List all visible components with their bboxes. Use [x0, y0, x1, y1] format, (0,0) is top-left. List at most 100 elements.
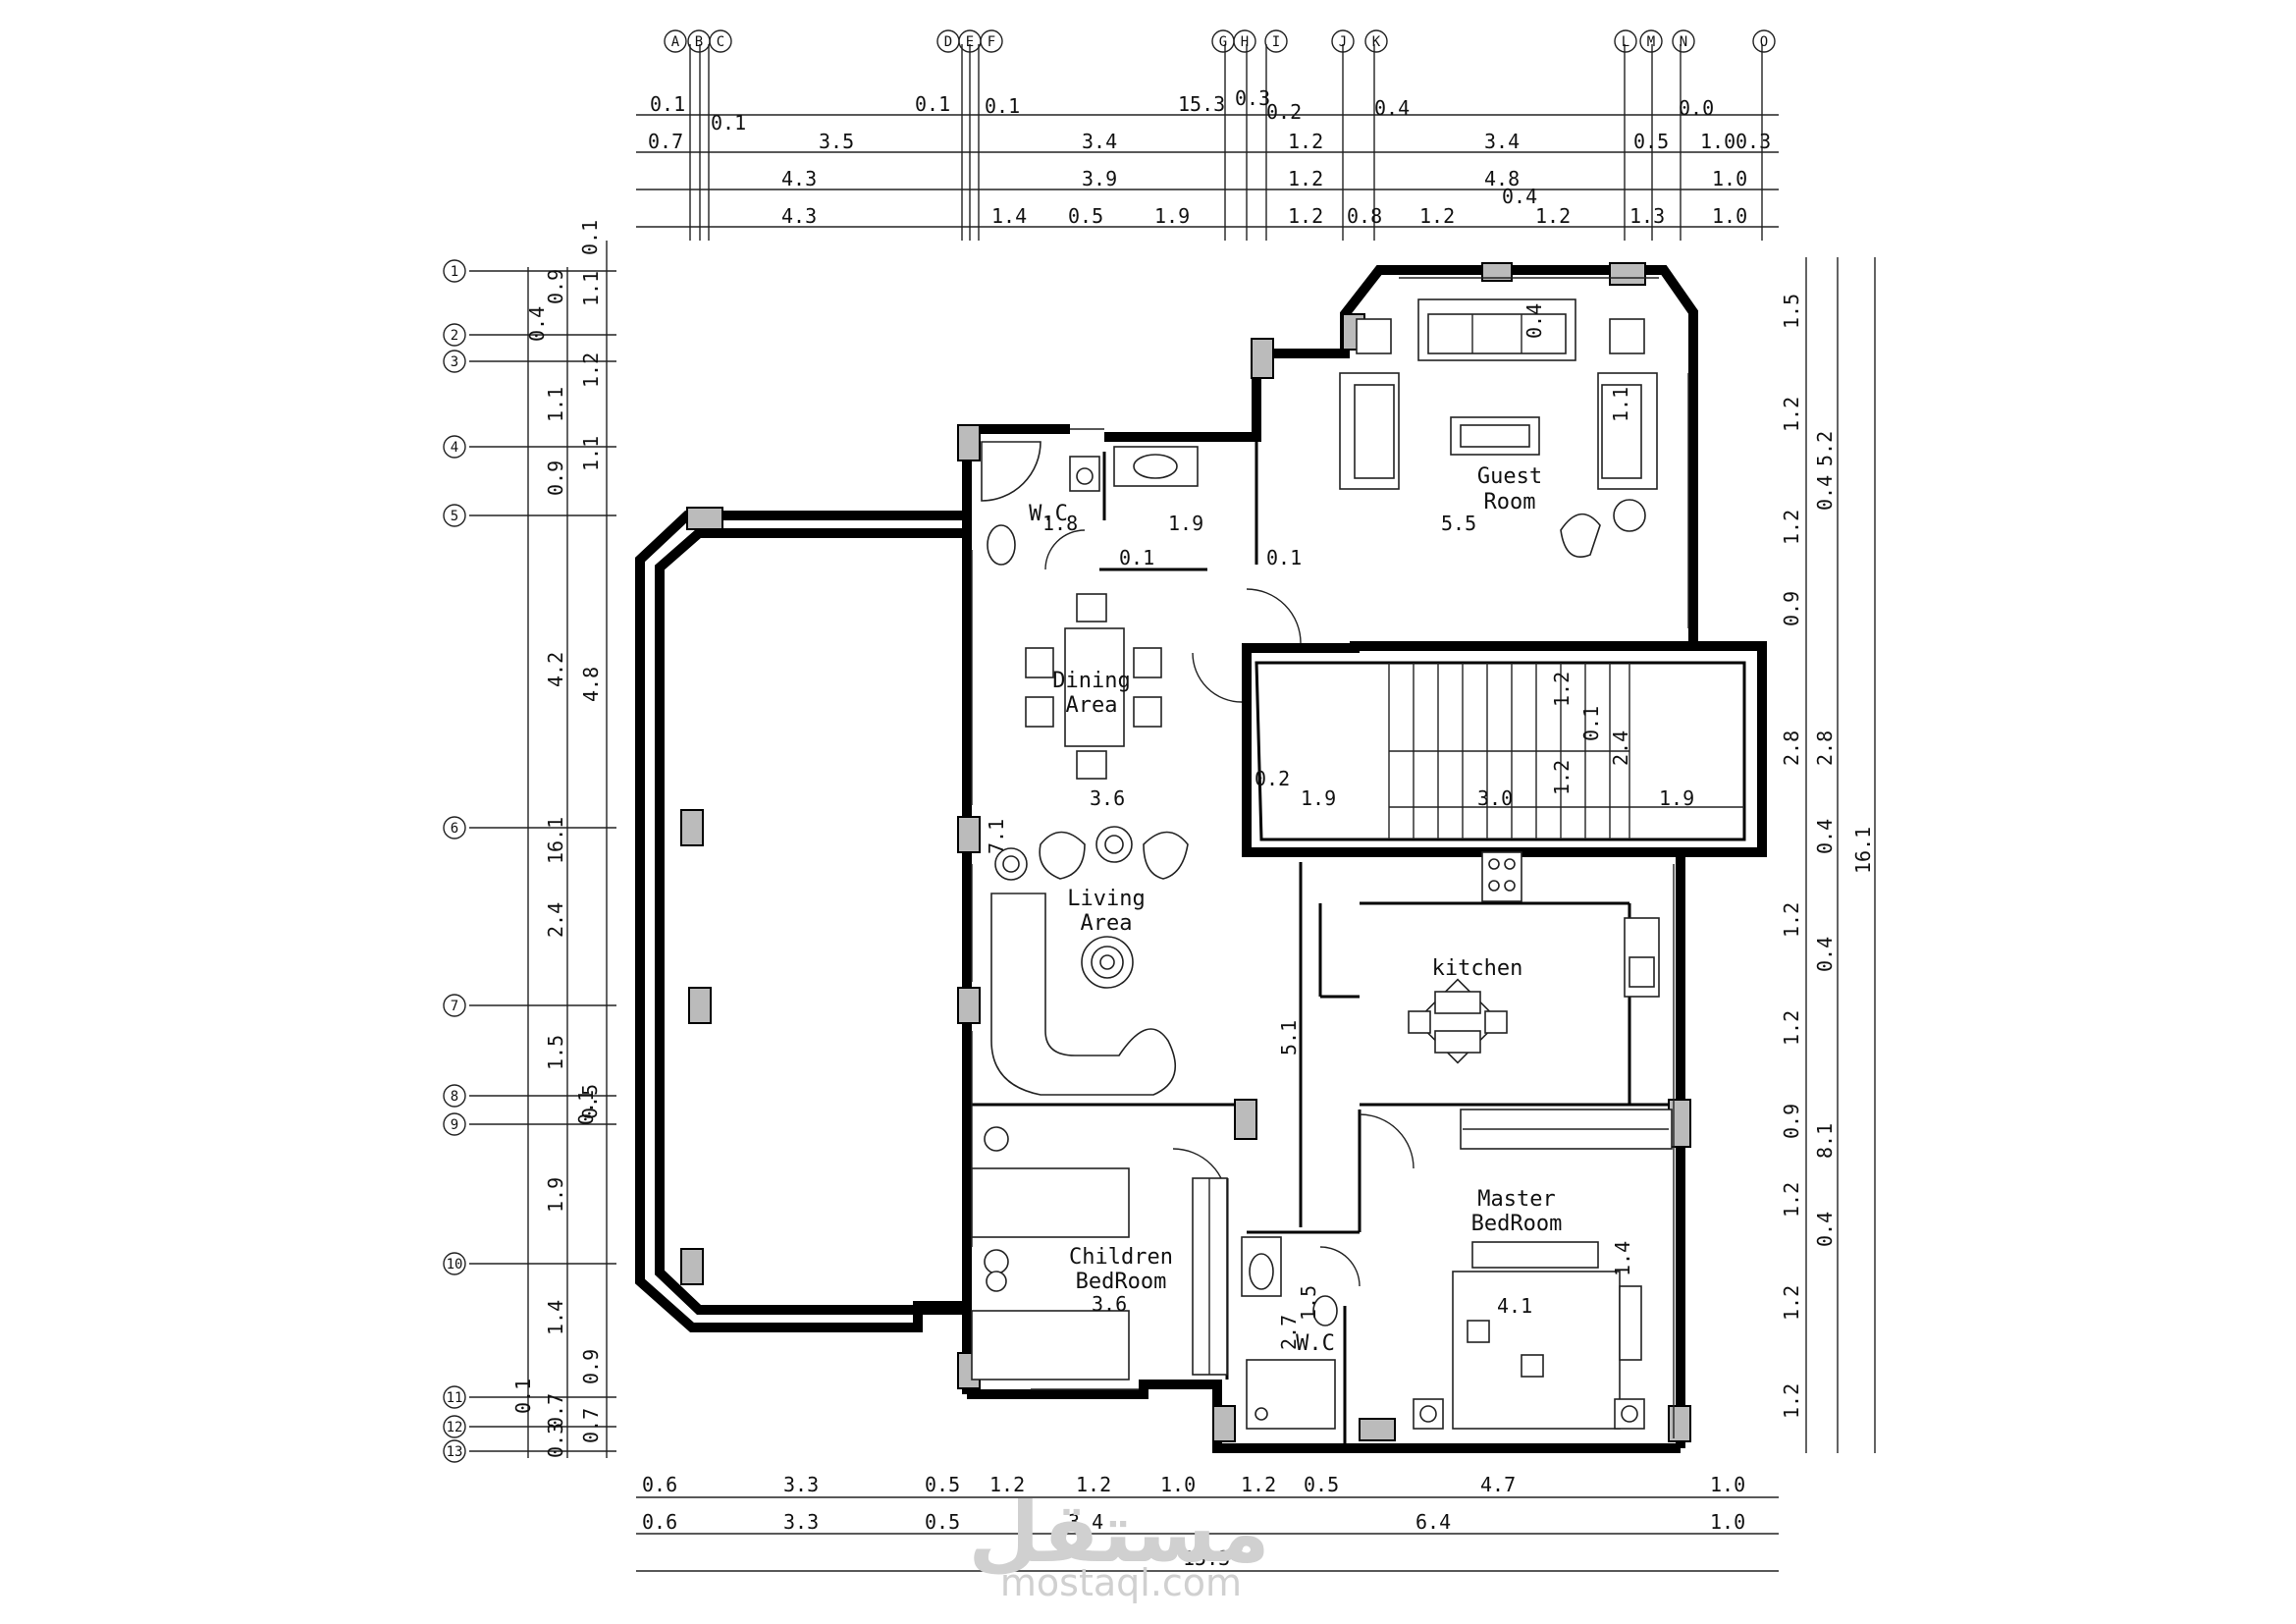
- bottom-dims-row1: 0.6 3.3 0.5 1.2 1.2 1.0 1.2 0.5 4.7 1.0: [642, 1473, 1745, 1496]
- svg-text:2.8: 2.8: [1780, 731, 1803, 766]
- staircase: [1388, 663, 1744, 839]
- left-grid-bubbles: 1 2 3 4 5 6 7 8 9 10 11 12 13: [443, 259, 466, 1463]
- svg-text:0.6: 0.6: [642, 1473, 677, 1496]
- svg-text:0.7: 0.7: [648, 130, 683, 153]
- svg-text:3.4: 3.4: [1484, 130, 1520, 153]
- svg-text:1.2: 1.2: [1550, 760, 1574, 795]
- svg-text:1.4: 1.4: [544, 1300, 567, 1335]
- svg-text:0.1: 0.1: [1266, 546, 1302, 569]
- svg-text:3.9: 3.9: [1082, 167, 1117, 190]
- grid-e: E: [966, 34, 974, 50]
- svg-text:1.2: 1.2: [1419, 204, 1455, 228]
- svg-text:0.9: 0.9: [579, 1349, 603, 1384]
- mostaql-watermark: مستقل mostaql.com: [968, 1485, 1269, 1604]
- svg-text:0.4: 0.4: [1502, 185, 1537, 208]
- top-grid-bubbles: A B C D E F G H I J K L M N O: [664, 29, 1776, 53]
- svg-text:10: 10: [447, 1257, 463, 1272]
- left-dims-col-c: 1.1 16.1: [544, 271, 603, 864]
- svg-text:12: 12: [447, 1420, 463, 1435]
- top-dims-row2: 0.7 3.5 3.4 1.2 3.4 0.5 1.0 0.3: [648, 130, 1771, 153]
- svg-text:3.3: 3.3: [783, 1510, 819, 1534]
- walls: [635, 262, 1767, 1453]
- svg-text:0.1: 0.1: [650, 92, 685, 116]
- svg-text:1.0: 1.0: [1160, 1473, 1196, 1496]
- svg-text:1.4: 1.4: [1611, 1241, 1634, 1276]
- svg-text:2.4: 2.4: [544, 902, 567, 938]
- right-dims-col-b: 0.4 0.4 0.4 0.4: [1813, 475, 1837, 1247]
- wc-top-label: W.C: [1029, 502, 1068, 526]
- svg-text:1.0: 1.0: [1712, 167, 1747, 190]
- guest-sofa-set: [1339, 298, 1658, 558]
- grid-o: O: [1760, 34, 1768, 50]
- wc-top-fixtures: [981, 441, 1199, 566]
- room-labels: Guest Room W.C Dining Area Living Area k…: [1029, 464, 1562, 1356]
- svg-text:0.4: 0.4: [1813, 819, 1837, 854]
- interior-dims: 0.4 1.1 1.8 1.9 5.5 0.1 0.1 3.6 0.2 1.9 …: [985, 303, 1694, 1350]
- svg-text:1.0: 1.0: [1710, 1473, 1745, 1496]
- right-dimension-chains: 1.5 1.2 1.2 0.9 2.8 1.2 1.2 0.9 1.2 1.2 …: [1780, 257, 1876, 1453]
- right-dims-col-c: 5.2 2.8 8.1: [1813, 431, 1837, 1159]
- svg-text:3.4: 3.4: [1068, 1510, 1103, 1534]
- svg-text:1.1: 1.1: [544, 387, 567, 422]
- bottom-dims-row2: 0.6 3.3 0.5 3.4 6.4 1.0: [642, 1510, 1745, 1534]
- svg-text:1.2: 1.2: [1288, 167, 1323, 190]
- svg-text:2.7: 2.7: [1277, 1315, 1301, 1350]
- svg-text:5.2: 5.2: [1813, 431, 1837, 466]
- svg-text:3: 3: [451, 354, 458, 370]
- grid-i: I: [1272, 34, 1280, 50]
- svg-text:0.1: 0.1: [1579, 706, 1603, 741]
- svg-text:0.1: 0.1: [711, 111, 746, 135]
- svg-text:0.1: 0.1: [578, 220, 602, 255]
- svg-text:15.3: 15.3: [1178, 92, 1225, 116]
- svg-text:1.2: 1.2: [989, 1473, 1025, 1496]
- bottom-dims-total: 15.3: [1183, 1546, 1230, 1570]
- grid-k: K: [1372, 34, 1381, 50]
- svg-text:1.2: 1.2: [1780, 902, 1803, 938]
- svg-text:1.9: 1.9: [1168, 512, 1203, 535]
- svg-text:0.1: 0.1: [511, 1379, 535, 1414]
- svg-text:4: 4: [451, 440, 458, 456]
- svg-text:0.3: 0.3: [1235, 86, 1270, 110]
- grid-h: H: [1241, 34, 1249, 50]
- svg-text:0.5: 0.5: [1633, 130, 1669, 153]
- right-dims-col-a: 1.5 1.2 1.2 0.9 2.8 1.2 1.2 0.9 1.2 1.2 …: [1780, 294, 1803, 1419]
- top-dims-row1: 0.1 0.1 0.1 0.1 15.3 0.3 0.2 0.4 0.0: [650, 86, 1714, 135]
- svg-text:1.9: 1.9: [1659, 786, 1694, 810]
- svg-text:0.5: 0.5: [1304, 1473, 1339, 1496]
- svg-text:6: 6: [451, 821, 458, 837]
- svg-text:3.6: 3.6: [1090, 786, 1125, 810]
- right-dims-col-d: 16.1: [1851, 827, 1875, 874]
- svg-text:0.4: 0.4: [1813, 1212, 1837, 1247]
- grid-a: A: [671, 34, 680, 50]
- svg-text:8: 8: [451, 1089, 458, 1105]
- children-beds: [971, 1126, 1228, 1380]
- top-dimension-chains: A B C D E F G H I J K L M N O 0.1 0.1 0.…: [636, 29, 1779, 241]
- svg-text:1.5: 1.5: [1297, 1285, 1320, 1321]
- dining-set: [1025, 593, 1162, 780]
- svg-text:1.2: 1.2: [1780, 1285, 1803, 1321]
- svg-text:1.1: 1.1: [1609, 387, 1632, 422]
- top-dims-row3: 4.3 3.9 1.2 4.8 1.0: [781, 167, 1747, 190]
- svg-text:1.2: 1.2: [1780, 1383, 1803, 1419]
- svg-text:4.3: 4.3: [781, 204, 817, 228]
- svg-text:1.0: 1.0: [1712, 204, 1747, 228]
- svg-text:4.8: 4.8: [579, 667, 603, 702]
- master-bed: [1413, 1241, 1645, 1430]
- svg-text:0.4: 0.4: [525, 306, 549, 342]
- dining-label-2: Area: [1066, 693, 1118, 718]
- svg-text:0.7: 0.7: [579, 1408, 603, 1443]
- svg-text:2.8: 2.8: [1813, 731, 1837, 766]
- grid-m: M: [1647, 34, 1655, 50]
- kitchen-fixtures: [1408, 851, 1660, 1064]
- grid-d: D: [944, 34, 952, 50]
- watermark-url: mostaql.com: [1000, 1561, 1242, 1604]
- left-dims-col-b: 0.9 1.2 1.1 4.8 0.1 0.9 0.7 0.7: [544, 269, 603, 1443]
- svg-text:1.2: 1.2: [1780, 1010, 1803, 1046]
- svg-text:1.4: 1.4: [991, 204, 1027, 228]
- grid-g: G: [1219, 34, 1227, 50]
- svg-text:4.2: 4.2: [544, 652, 567, 687]
- svg-text:1.2: 1.2: [1241, 1473, 1276, 1496]
- svg-text:1.3: 1.3: [1629, 204, 1665, 228]
- svg-text:5.5: 5.5: [1441, 512, 1476, 535]
- svg-text:1.2: 1.2: [1550, 672, 1574, 707]
